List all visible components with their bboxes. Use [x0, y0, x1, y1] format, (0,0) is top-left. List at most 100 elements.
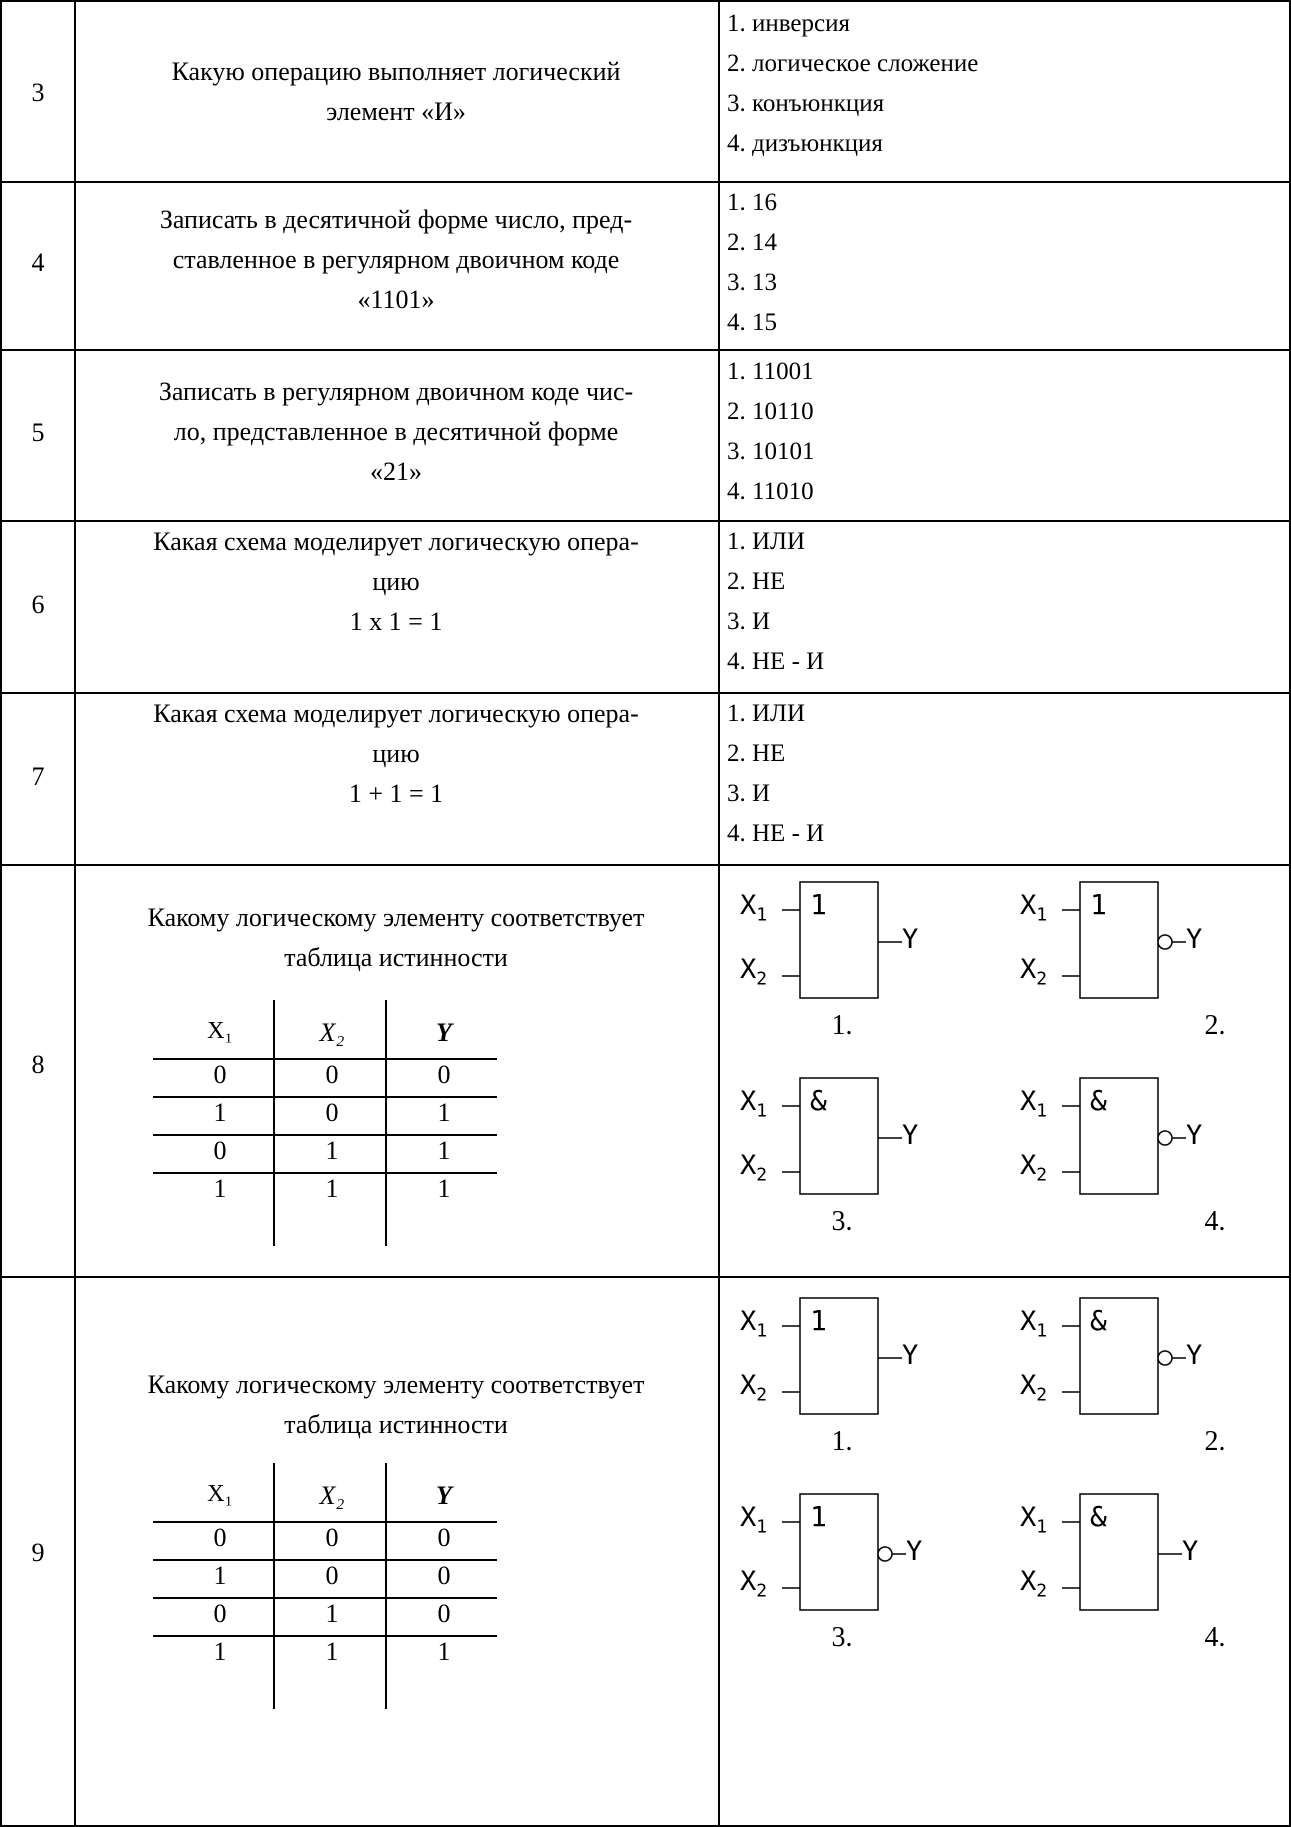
truth-table-cell: 0 — [213, 1599, 227, 1628]
truth-table-cell: 0 — [325, 1098, 339, 1127]
inverted-gate-icon — [1062, 881, 1186, 999]
gate-body — [799, 881, 879, 999]
answer-option[interactable]: 3. 13 — [727, 269, 777, 296]
answer-option[interactable]: 2. логическое сложение — [727, 50, 979, 77]
question-text: Какая схема моделирует логическую опера-… — [76, 522, 716, 642]
gate-icon — [1062, 1493, 1182, 1611]
question-number: 5 — [31, 418, 45, 447]
gate-input-letter: X — [740, 1502, 757, 1533]
answer-option[interactable]: 1. инверсия — [727, 10, 850, 37]
truth-table-rule — [153, 1559, 497, 1561]
gate-input-subscript: 2 — [1036, 1384, 1048, 1406]
gate-symbol: 1 — [810, 1500, 827, 1533]
question-line: Записать в десятичной форме число, пред- — [159, 205, 633, 234]
gate-input-subscript: 1 — [756, 1320, 768, 1342]
inversion-bubble-icon — [877, 1546, 893, 1562]
question-line: ставленное в регулярном двоичном коде — [172, 245, 620, 274]
truth-table-header: X₂ — [319, 1481, 345, 1510]
answer-option[interactable]: 3. конъюнкция — [727, 90, 885, 117]
gate-input-label: X2 — [740, 1150, 767, 1185]
gate-input-label: X1 — [1020, 890, 1047, 925]
answer-option[interactable]: 3. И — [727, 780, 771, 807]
question-line: таблица истинности — [284, 943, 508, 972]
truth-table-cell: 1 — [325, 1637, 339, 1666]
answer-option[interactable]: 2. 14 — [727, 229, 777, 256]
question-text: Какая схема моделирует логическую опера-… — [76, 694, 716, 814]
gate-output-label: Y — [906, 1536, 923, 1567]
gate-input-letter: X — [1020, 1502, 1037, 1533]
question-line: «21» — [370, 457, 422, 486]
answer-option[interactable]: 4. 11010 — [727, 478, 814, 505]
inversion-bubble-icon — [1157, 934, 1173, 950]
gate-symbol: & — [1090, 1304, 1107, 1337]
answer-option[interactable]: 4. НЕ - И — [727, 820, 825, 847]
answer-option[interactable]: 1. 16 — [727, 189, 777, 216]
answer-option[interactable]: 3. И — [727, 608, 771, 635]
inversion-bubble-icon — [1157, 1130, 1173, 1146]
column-border — [0, 0, 2, 1827]
inverted-gate-icon — [1062, 1297, 1186, 1415]
answer-option[interactable]: 3. 10101 — [727, 438, 815, 465]
column-border — [718, 0, 720, 1827]
question-number: 6 — [31, 590, 45, 619]
gate-input-letter: X — [1020, 1306, 1037, 1337]
gate-input-subscript: 1 — [756, 1100, 768, 1122]
answer-option[interactable]: 2. НЕ — [727, 740, 786, 767]
truth-table-cell: 1 — [325, 1136, 339, 1165]
answer-options: 1. 16 2. 14 3. 13 4. 15 — [727, 183, 777, 343]
gate-output-label: Y — [1182, 1536, 1199, 1567]
gate-input-letter: X — [1020, 890, 1037, 921]
answer-option[interactable]: 4. 15 — [727, 309, 777, 336]
gate-output-label: Y — [902, 1340, 919, 1371]
question-line: Записать в регулярном двоичном коде чис- — [158, 377, 634, 406]
gate-input-label: X2 — [740, 954, 767, 989]
row-border — [0, 0, 1291, 2]
truth-table-cell: 0 — [325, 1561, 339, 1590]
answer-option[interactable]: 4. НЕ - И — [727, 648, 825, 675]
column-border — [1289, 0, 1291, 1827]
inverted-gate-icon — [782, 1493, 906, 1611]
answer-option[interactable]: 1. ИЛИ — [727, 528, 806, 555]
truth-table-rule — [153, 1058, 497, 1060]
question-line: цию — [372, 739, 420, 768]
row-border — [0, 1276, 1291, 1278]
question-line: ло, представленное в десятичной форме — [173, 417, 619, 446]
question-line: 1 x 1 = 1 — [349, 607, 443, 636]
answer-option[interactable]: 1. 11001 — [727, 358, 814, 385]
gate-symbol: & — [1090, 1500, 1107, 1533]
truth-table-cell: 1 — [437, 1637, 451, 1666]
truth-table-divider — [273, 1463, 275, 1709]
gate-input-subscript: 2 — [756, 968, 768, 990]
gate-input-label: X1 — [1020, 1306, 1047, 1341]
question-text: Какую операцию выполняет логический элем… — [76, 52, 716, 132]
gate-input-subscript: 1 — [756, 1516, 768, 1538]
truth-table-cell: 1 — [213, 1561, 227, 1590]
truth-table-cell: 0 — [325, 1523, 339, 1552]
gate-input-letter: X — [740, 890, 757, 921]
gate-output-label: Y — [1186, 1340, 1203, 1371]
answer-option[interactable]: 1. ИЛИ — [727, 700, 806, 727]
answer-option[interactable]: 4. дизъюнкция — [727, 130, 883, 157]
truth-table-divider — [273, 1000, 275, 1246]
truth-table-cell: 0 — [437, 1561, 451, 1590]
gate-input-letter: X — [1020, 954, 1037, 985]
gate-input-letter: X — [740, 1370, 757, 1401]
truth-table-header: Y — [436, 1481, 452, 1510]
gate-input-letter: X — [740, 1150, 757, 1181]
gate-caption: 3. — [831, 1206, 853, 1237]
gate-input-label: X1 — [740, 1306, 767, 1341]
gate-input-label: X1 — [1020, 1502, 1047, 1537]
gate-input-label: X1 — [740, 1502, 767, 1537]
answer-option[interactable]: 2. НЕ — [727, 568, 786, 595]
answer-option[interactable]: 2. 10110 — [727, 398, 814, 425]
inversion-bubble-icon — [1157, 1350, 1173, 1366]
